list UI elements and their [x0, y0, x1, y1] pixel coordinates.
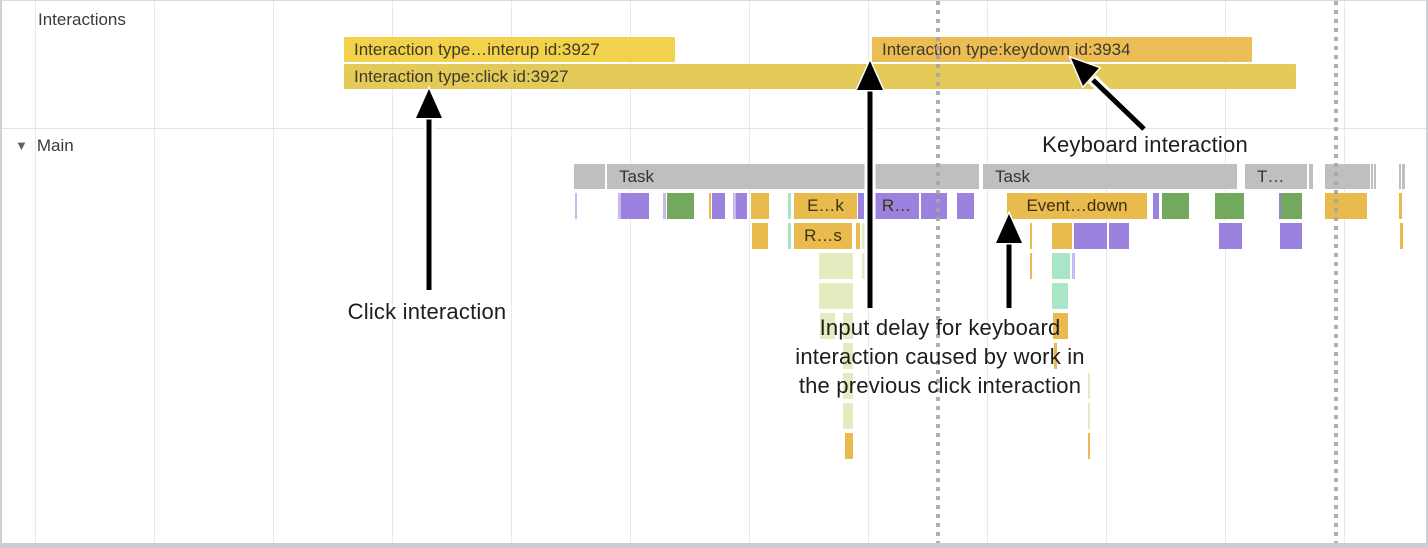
- flame-bar[interactable]: [1281, 193, 1302, 219]
- task-bar-label: Task: [995, 167, 1030, 186]
- flame-bar-label: Event…down: [1026, 196, 1128, 215]
- task-bar[interactable]: [574, 164, 605, 189]
- flame-bar[interactable]: [843, 313, 853, 339]
- flame-bar[interactable]: R…: [874, 193, 919, 219]
- annotation-click-interaction: Click interaction: [347, 299, 507, 324]
- flame-bar[interactable]: [667, 193, 694, 219]
- flame-bar[interactable]: [1153, 193, 1159, 219]
- bottom-scroll-strip[interactable]: [2, 543, 1426, 548]
- task-bar[interactable]: [1399, 164, 1401, 189]
- flame-bar-label: R…s: [804, 226, 842, 245]
- flame-bar[interactable]: [1052, 223, 1072, 249]
- flame-bar[interactable]: [1219, 223, 1242, 249]
- task-bar[interactable]: [1374, 164, 1376, 189]
- flame-bar[interactable]: [1052, 253, 1070, 279]
- flame-bar[interactable]: [1052, 283, 1068, 309]
- flame-bar[interactable]: [843, 343, 853, 369]
- flame-bar[interactable]: E…k: [794, 193, 857, 219]
- task-bar[interactable]: [1402, 164, 1405, 189]
- interaction-bar-label: Interaction type:keydown id:3934: [882, 40, 1131, 59]
- flame-bar[interactable]: [819, 283, 853, 309]
- flame-bar[interactable]: [862, 253, 865, 279]
- flame-bar[interactable]: [858, 193, 864, 219]
- flame-bar[interactable]: [1325, 193, 1367, 219]
- flame-bar[interactable]: [1030, 223, 1032, 249]
- flame-bar[interactable]: [845, 433, 853, 459]
- collapse-triangle-icon[interactable]: ▼: [15, 138, 28, 153]
- interaction-bar-label: Interaction type:click id:3927: [354, 67, 569, 86]
- task-bar[interactable]: [1325, 164, 1370, 189]
- task-bar[interactable]: [1309, 164, 1313, 189]
- flame-bar[interactable]: [788, 193, 791, 219]
- task-bar[interactable]: [1371, 164, 1373, 189]
- flame-bar[interactable]: [1279, 193, 1281, 219]
- flame-bar[interactable]: [957, 193, 974, 219]
- flame-bar[interactable]: [1215, 193, 1244, 219]
- task-bar[interactable]: Task: [607, 164, 979, 189]
- track-divider: [2, 128, 1426, 129]
- flame-bar[interactable]: [1400, 223, 1403, 249]
- marker-dotted-line-right: [1334, 1, 1338, 543]
- flame-bar[interactable]: [1109, 223, 1129, 249]
- track-label-main: Main: [36, 136, 74, 155]
- marker-dotted-line-left: [936, 1, 940, 543]
- interaction-bar[interactable]: Interaction type:click id:3927: [344, 64, 1296, 89]
- flame-bar[interactable]: [1088, 373, 1090, 399]
- flame-bar[interactable]: [1030, 253, 1032, 279]
- flame-bar[interactable]: [1280, 223, 1302, 249]
- flame-bar[interactable]: [1088, 403, 1090, 429]
- flame-bar[interactable]: [663, 193, 666, 219]
- flame-bar-label: R…: [881, 196, 912, 215]
- flame-bar[interactable]: [752, 223, 768, 249]
- task-bar[interactable]: Task: [983, 164, 1237, 189]
- flame-bar[interactable]: [1162, 193, 1189, 219]
- track-label-interactions: Interactions: [38, 10, 126, 29]
- flame-bar[interactable]: [1072, 253, 1075, 279]
- flame-bar[interactable]: [1088, 433, 1090, 459]
- flame-bar[interactable]: [621, 193, 649, 219]
- flame-bar[interactable]: [575, 193, 577, 219]
- annotation-keyboard-interaction: Keyboard interaction: [1042, 132, 1248, 157]
- flame-bar[interactable]: [618, 193, 621, 219]
- flame-bar-label: E…k: [807, 196, 844, 215]
- interaction-bar[interactable]: Interaction type…interup id:3927: [344, 37, 675, 62]
- interaction-bar-label: Interaction type…interup id:3927: [354, 40, 600, 59]
- flame-bar[interactable]: [921, 193, 947, 219]
- flame-bar[interactable]: [712, 193, 725, 219]
- interaction-bar[interactable]: Interaction type:keydown id:3934: [872, 37, 1252, 62]
- flame-bar[interactable]: [820, 313, 835, 339]
- flame-bar[interactable]: [1399, 193, 1402, 219]
- flame-bar[interactable]: [733, 193, 736, 219]
- flame-bar[interactable]: [819, 253, 853, 279]
- track-header-main[interactable]: ▼ Main: [15, 136, 74, 156]
- flame-bar[interactable]: [862, 223, 865, 249]
- task-bar-label: T…: [1257, 167, 1285, 186]
- annotation-input-delay: Input delay for keyboard interaction cau…: [795, 315, 1085, 398]
- flame-bar[interactable]: [1074, 223, 1107, 249]
- task-bar[interactable]: T…: [1245, 164, 1307, 189]
- flame-bar[interactable]: R…s: [794, 223, 852, 249]
- flame-bar[interactable]: [709, 193, 711, 219]
- task-bar-label: Task: [619, 167, 654, 186]
- flame-bar[interactable]: [1053, 313, 1068, 339]
- flame-bar[interactable]: [736, 193, 747, 219]
- flame-bar[interactable]: [1054, 343, 1057, 369]
- flame-bar[interactable]: [843, 373, 853, 399]
- flame-bar[interactable]: Event…down: [1007, 193, 1147, 219]
- flame-bar[interactable]: [788, 223, 791, 249]
- flame-bar[interactable]: [843, 403, 853, 429]
- flame-bar[interactable]: [856, 223, 860, 249]
- flame-bar[interactable]: [751, 193, 769, 219]
